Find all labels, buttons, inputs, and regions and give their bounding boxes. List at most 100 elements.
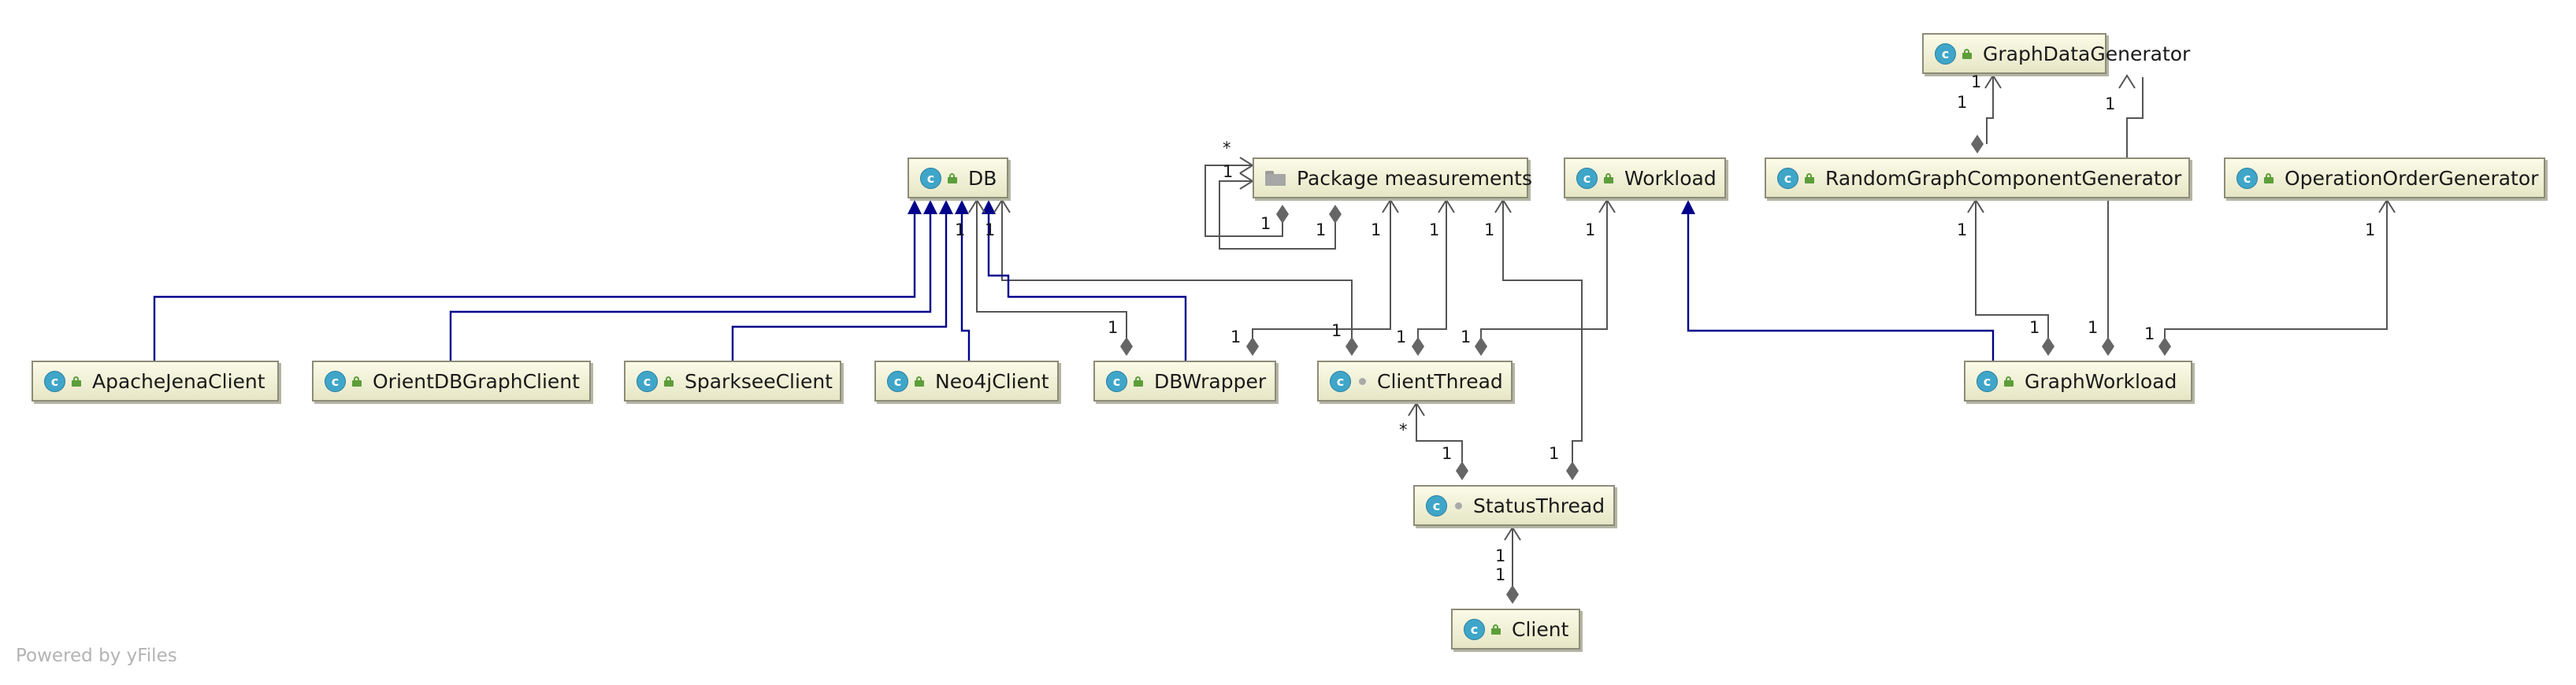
public-lock-icon	[72, 376, 81, 387]
multiplicity-label: 1	[1429, 220, 1440, 239]
node-neo4j-client[interactable]: c Neo4jClient	[874, 361, 1059, 402]
multiplicity-label: 1	[2029, 318, 2040, 337]
class-icon: c	[637, 370, 658, 392]
node-label: GraphWorkload	[2025, 369, 2177, 393]
composition-diamond	[1276, 205, 1289, 224]
inheritance-arrowhead	[1681, 200, 1695, 214]
node-operation-order-generator[interactable]: c OperationOrderGenerator	[2224, 157, 2545, 198]
powered-by-footer: Powered by yFiles	[16, 646, 177, 666]
node-label: DBWrapper	[1154, 369, 1267, 393]
association-edge	[1975, 200, 2049, 346]
inheritance-arrowhead	[982, 200, 996, 214]
node-label: OrientDBGraphClient	[373, 369, 580, 393]
association-arrowhead	[968, 198, 985, 213]
association-edge	[1416, 403, 1463, 471]
multiplicity-label: 1	[2144, 324, 2155, 343]
multiplicity-label: 1	[1495, 546, 1506, 565]
composition-diamond	[2102, 337, 2114, 356]
class-icon: c	[1330, 370, 1351, 392]
multiplicity-label: 1	[1971, 72, 1982, 91]
node-status-thread[interactable]: c StatusThread	[1413, 485, 1615, 526]
multiplicity-label: 1	[1230, 328, 1242, 346]
association-edge	[1204, 165, 1283, 237]
package-private-dot-icon	[1359, 377, 1366, 385]
node-workload[interactable]: c Workload	[1564, 157, 1726, 198]
multiplicity-label: 1	[1371, 220, 1382, 239]
multiplicity-label: 1	[955, 220, 966, 239]
composition-diamond	[1971, 135, 1984, 154]
inheritance-edge	[987, 214, 1187, 361]
class-icon: c	[887, 370, 908, 392]
public-lock-icon	[2004, 376, 2014, 387]
composition-diamond	[1506, 585, 1519, 604]
multiplicity-label: 1	[2105, 94, 2116, 113]
multiplicity-label: 1	[1957, 93, 1968, 112]
composition-diamond	[1475, 337, 1487, 356]
association-edge	[1502, 200, 1583, 471]
public-lock-icon	[352, 376, 362, 387]
inheritance-arrowhead	[908, 200, 922, 214]
association-arrowhead	[2118, 74, 2136, 89]
association-arrowhead	[1438, 198, 1455, 213]
public-lock-icon	[948, 172, 957, 183]
node-label: OperationOrderGenerator	[2285, 166, 2539, 190]
multiplicity-label: 1	[1223, 162, 1234, 181]
class-icon: c	[1464, 618, 1485, 640]
node-client[interactable]: c Client	[1451, 609, 1580, 650]
node-apache-jena-client[interactable]: c ApacheJenaClient	[32, 361, 279, 402]
multiplicity-label: 1	[2365, 220, 2376, 239]
multiplicity-label: 1	[1331, 321, 1342, 340]
node-label: RandomGraphComponentGenerator	[1825, 166, 2182, 190]
inheritance-arrowhead	[955, 200, 969, 214]
node-random-graph-component-generator[interactable]: c RandomGraphComponentGenerator	[1765, 157, 2190, 198]
inheritance-arrowhead	[923, 200, 937, 214]
inheritance-edge	[449, 214, 932, 361]
node-sparksee-client[interactable]: c SparkseeClient	[624, 361, 841, 402]
node-label: Workload	[1624, 166, 1717, 190]
class-icon: c	[1576, 167, 1598, 189]
node-client-thread[interactable]: c ClientThread	[1317, 361, 1513, 402]
association-edge	[1219, 180, 1336, 250]
association-arrowhead	[993, 198, 1011, 213]
multiplicity-label: 1	[1549, 444, 1560, 463]
node-label: Client	[1512, 617, 1569, 641]
association-edge	[2164, 200, 2388, 346]
node-label: ApacheJenaClient	[92, 369, 265, 393]
multiplicity-label: 1	[1495, 565, 1506, 584]
public-lock-icon	[1134, 376, 1143, 387]
multiplicity-label: 1	[1108, 318, 1119, 337]
node-label: Package measurements	[1297, 166, 1533, 190]
multiplicity-label: 1	[1957, 220, 1968, 239]
node-graph-data-generator[interactable]: c GraphDataGenerator	[1922, 33, 2190, 74]
node-db-wrapper[interactable]: c DBWrapper	[1093, 361, 1276, 402]
class-icon: c	[1426, 494, 1447, 517]
multiplicity-label: 1	[1260, 214, 1271, 233]
class-icon: c	[1977, 370, 1998, 392]
association-arrowhead	[1382, 198, 1399, 213]
node-label: GraphDataGenerator	[1983, 42, 2191, 65]
association-edge	[2107, 77, 2144, 346]
node-label: StatusThread	[1473, 494, 1605, 517]
class-icon: c	[920, 167, 941, 189]
folder-icon	[1265, 170, 1286, 186]
association-arrowhead	[1598, 198, 1616, 213]
composition-diamond	[1566, 461, 1579, 480]
node-label: ClientThread	[1377, 369, 1503, 393]
composition-diamond	[1412, 337, 1424, 356]
node-graph-workload[interactable]: c GraphWorkload	[1964, 361, 2192, 402]
multiplicity-label: 1	[2088, 318, 2099, 337]
multiplicity-label: 1	[1585, 220, 1596, 239]
association-arrowhead	[1967, 198, 1984, 213]
multiplicity-label: *	[1223, 139, 1231, 157]
composition-diamond	[1120, 337, 1133, 356]
association-arrowhead	[1984, 74, 2002, 89]
node-db[interactable]: c DB	[908, 157, 1008, 198]
node-orientdb-graph-client[interactable]: c OrientDBGraphClient	[312, 361, 591, 402]
multiplicity-label: 1	[1484, 220, 1495, 239]
class-icon: c	[325, 370, 346, 392]
association-arrowhead	[1504, 526, 1521, 541]
public-lock-icon	[1491, 624, 1501, 635]
node-package-measurements[interactable]: Package measurements	[1253, 157, 1532, 198]
